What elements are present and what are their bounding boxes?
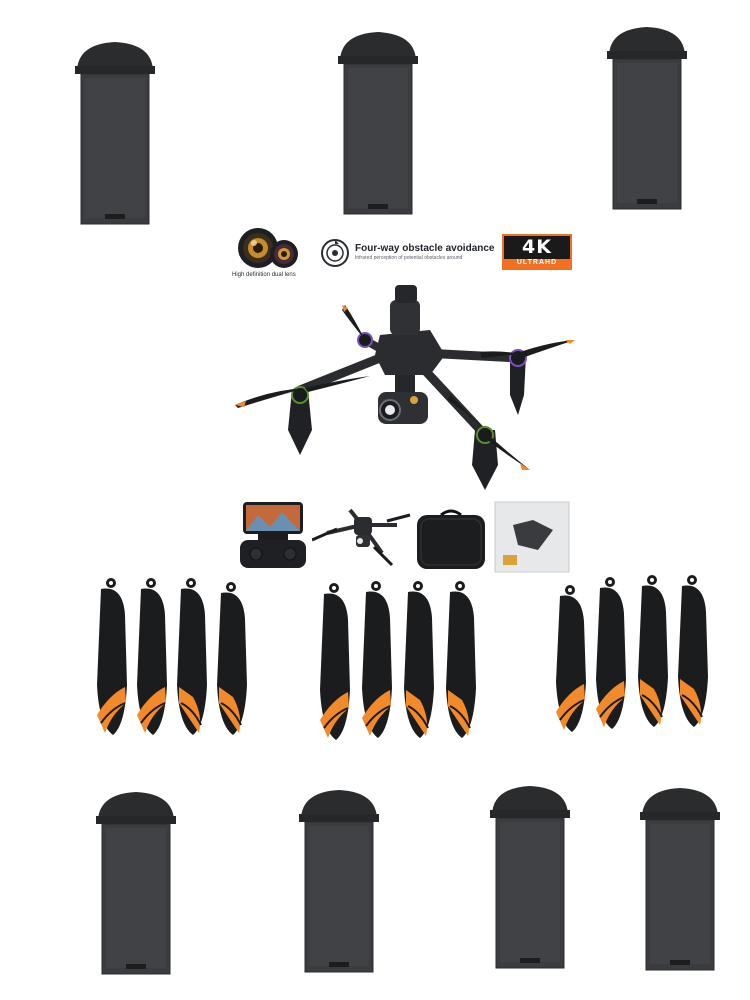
gift-box-icon <box>494 501 570 573</box>
obstacle-title: Four-way obstacle avoidance <box>355 243 495 254</box>
carry-case-image <box>415 507 487 571</box>
battery-icon <box>607 27 687 210</box>
propeller-group-center <box>310 578 485 743</box>
propeller-icon <box>97 578 247 735</box>
propeller-icon <box>320 581 476 740</box>
lens-caption: High definition dual lens <box>232 272 296 278</box>
battery-icon <box>75 42 155 225</box>
battery-icon <box>96 792 176 975</box>
drone-icon <box>235 285 575 490</box>
propeller-icon <box>556 575 708 732</box>
battery-icon <box>338 32 418 215</box>
propeller-group-left <box>85 575 255 740</box>
gift-box-image <box>493 500 571 574</box>
drone-main-image <box>230 280 580 495</box>
battery-top-2 <box>338 30 418 216</box>
drone-thumbnail-image <box>311 495 412 575</box>
battery-bottom-3 <box>490 784 570 970</box>
controller-icon <box>240 502 306 568</box>
dual-camera-lens-icon <box>238 228 298 268</box>
battery-top-3 <box>607 25 687 211</box>
battery-bottom-1 <box>96 790 176 976</box>
propeller-group-right <box>548 572 718 737</box>
badge-4k-sub: ULTRAHD <box>516 259 558 266</box>
4k-badge-icon: 4K ULTRAHD <box>502 234 572 270</box>
drone-thumb-icon <box>311 508 411 567</box>
battery-icon <box>640 788 720 971</box>
feature-dual-lens: High definition dual lens <box>232 226 308 278</box>
obstacle-avoidance-icon <box>321 239 349 267</box>
badge-4k-main: 4K <box>504 236 570 259</box>
battery-icon <box>490 786 570 969</box>
battery-top-1 <box>75 40 155 226</box>
phone-controller-image <box>238 500 308 572</box>
obstacle-subtitle: Infrared perception of potential obstacl… <box>355 255 463 261</box>
carry-case-icon <box>417 509 485 569</box>
battery-bottom-2 <box>299 788 379 974</box>
battery-bottom-4 <box>640 786 720 972</box>
battery-icon <box>299 790 379 973</box>
